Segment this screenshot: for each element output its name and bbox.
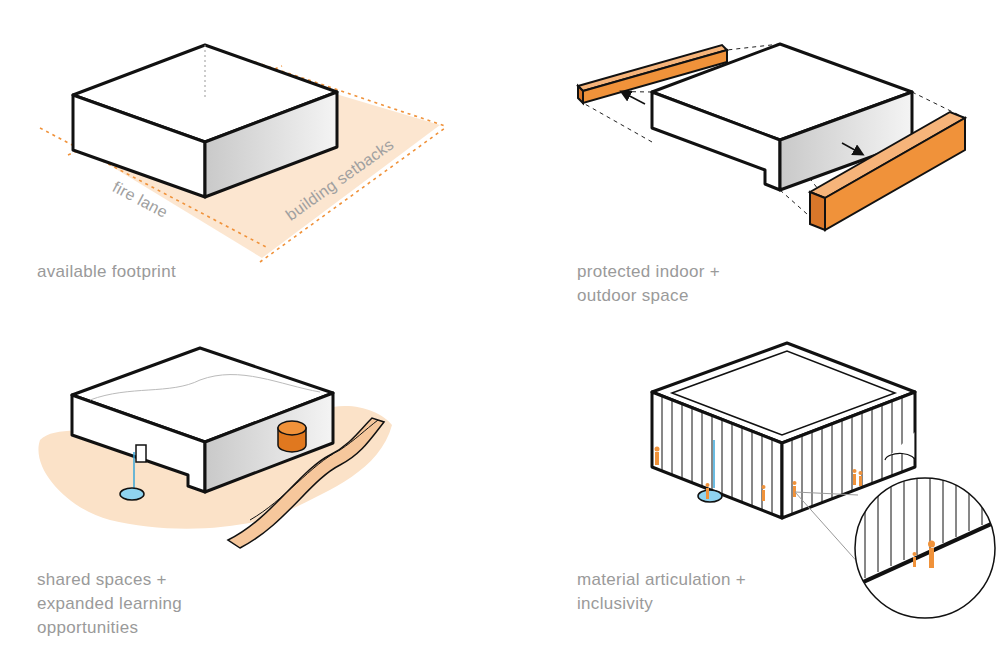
footprint-panel xyxy=(40,45,445,262)
panel-caption: material articulation + inclusivity xyxy=(577,568,767,616)
shared-panel xyxy=(38,348,392,548)
panel-caption: available footprint xyxy=(37,260,287,284)
panel-caption: shared spaces + expanded learning opport… xyxy=(37,568,202,640)
panel-caption: protected indoor + outdoor space xyxy=(577,260,742,308)
protected-panel xyxy=(578,44,965,230)
